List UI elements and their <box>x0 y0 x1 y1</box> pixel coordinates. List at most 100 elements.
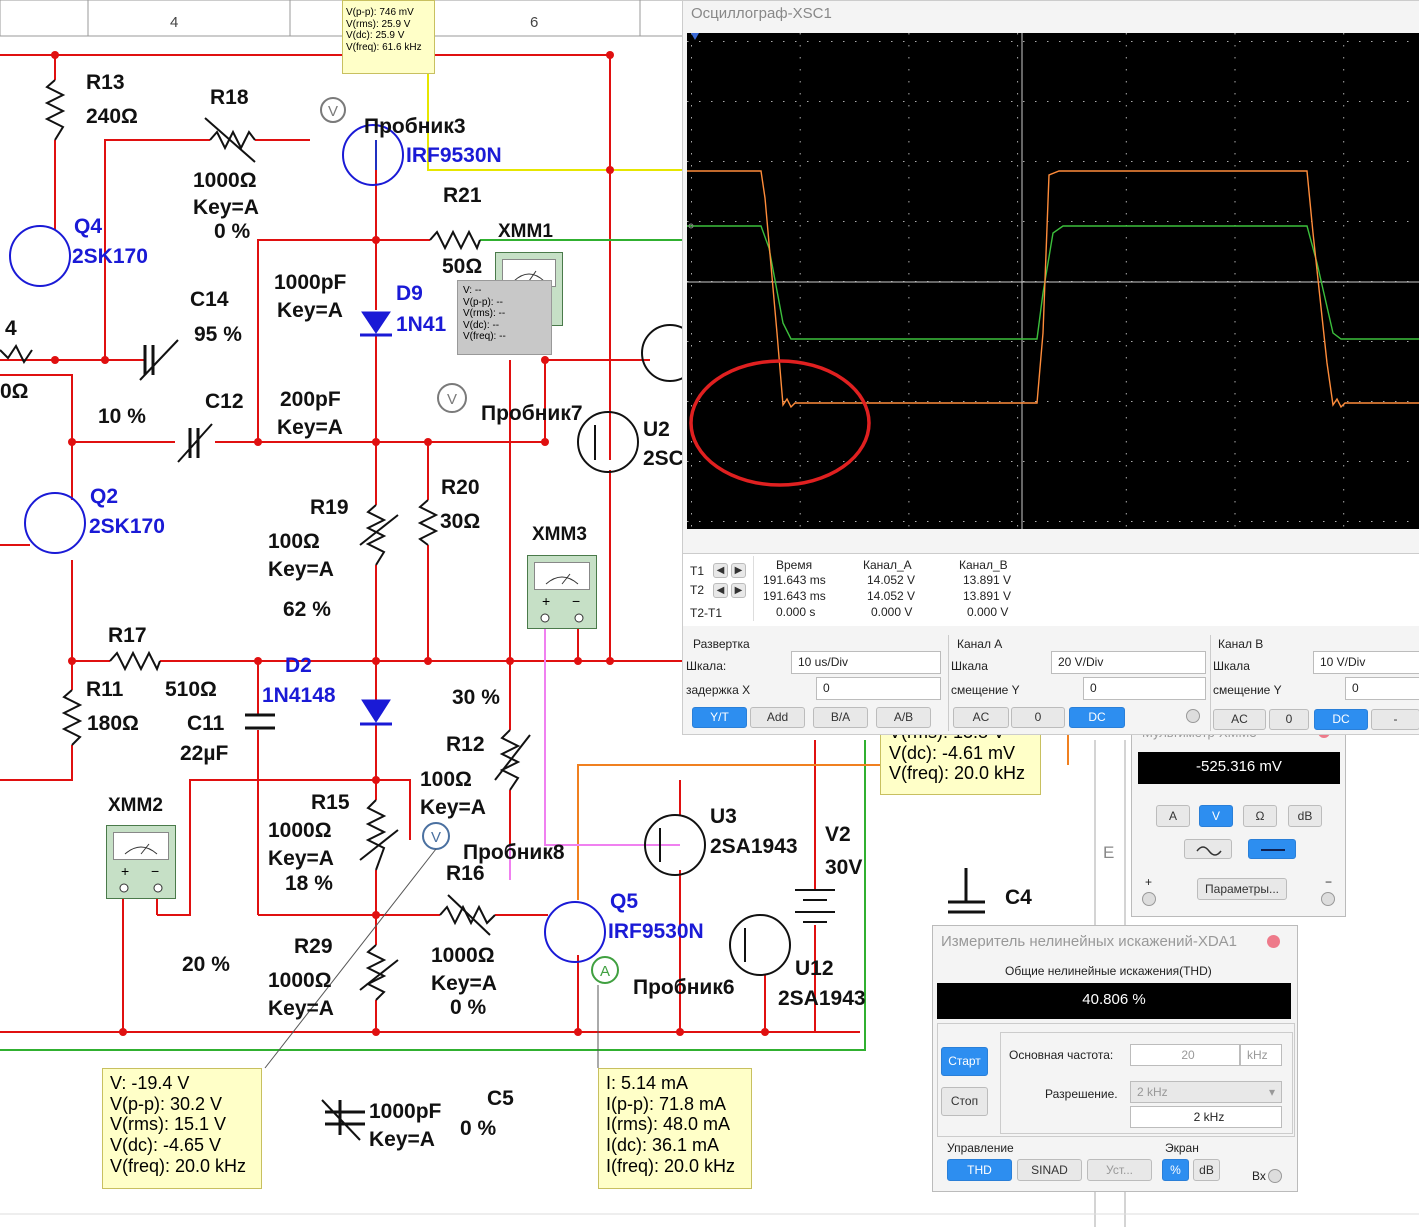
oscilloscope-window[interactable]: Осциллограф-XSC1 T1 T2 T2-T1 ◀ ▶ ◀ ▶ Вре… <box>682 0 1419 735</box>
r21-label[interactable]: R21 <box>443 184 482 207</box>
svg-text:−: − <box>151 863 159 879</box>
mode-ohm-button[interactable]: Ω <box>1243 805 1277 827</box>
probe-readout-current[interactable]: I: 5.14 mA I(p-p): 71.8 mA I(rms): 48.0 … <box>598 1068 752 1189</box>
svg-text:V: V <box>328 103 338 120</box>
channel-a-dc-button[interactable]: DC <box>1069 707 1125 728</box>
r29-key: Key=A <box>268 997 334 1020</box>
xmm3-meter-icon[interactable]: +− <box>527 555 597 629</box>
ab-mode-button[interactable]: A/B <box>876 707 931 728</box>
probe-readout-left[interactable]: V: -19.4 V V(p-p): 30.2 V V(rms): 15.1 V… <box>102 1068 262 1189</box>
c12-label[interactable]: C12 <box>205 390 244 413</box>
probe6-label[interactable]: Пробник6 <box>633 976 735 999</box>
xmm1-label[interactable]: XMM1 <box>498 221 553 242</box>
r17-label[interactable]: R17 <box>108 624 147 647</box>
c-mid-value: 200pF <box>280 388 341 411</box>
timebase-scale-input[interactable]: 10 us/Div <box>791 651 941 674</box>
q2-label[interactable]: Q2 <box>90 485 119 508</box>
v2-label[interactable]: V2 <box>825 823 851 846</box>
xmm3-label[interactable]: XMM3 <box>532 524 587 545</box>
sinad-mode-button[interactable]: SINAD <box>1017 1159 1082 1181</box>
minus-terminal[interactable] <box>1321 892 1335 906</box>
mode-v-button[interactable]: V <box>1199 805 1233 827</box>
channel-b-dc-button[interactable]: DC <box>1314 709 1368 730</box>
channel-a-offset-input[interactable]: 0 <box>1083 677 1206 700</box>
q2-model: 2SK170 <box>89 515 165 538</box>
channel-b-scale-input[interactable]: 10 V/Div <box>1313 651 1419 674</box>
d9-label[interactable]: D9 <box>396 282 423 305</box>
xmm2-meter-icon[interactable]: +− <box>106 825 176 899</box>
channel-b-invert-button[interactable]: - <box>1371 709 1419 730</box>
svg-text:−: − <box>572 593 580 609</box>
dc-mode-button[interactable] <box>1248 839 1296 859</box>
channel-a-terminal[interactable] <box>1186 709 1200 723</box>
channel-a-scale-input[interactable]: 20 V/Div <box>1051 651 1206 674</box>
channel-a-offset-label: смещение Y <box>951 683 1020 697</box>
yt-mode-button[interactable]: Y/T <box>692 707 747 728</box>
u3-label[interactable]: U3 <box>710 805 737 828</box>
c4-label[interactable]: C4 <box>1005 886 1032 909</box>
r18-percent: 0 % <box>214 220 251 243</box>
time-header: Время <box>776 558 813 572</box>
channel-a-zero-button[interactable]: 0 <box>1011 707 1065 728</box>
x-delay-input[interactable]: 0 <box>816 677 941 700</box>
thd-analyzer-window[interactable]: Измеритель нелинейных искажений-XDA1 Общ… <box>932 925 1298 1192</box>
u12-label[interactable]: U12 <box>795 957 834 980</box>
r13-label[interactable]: R13 <box>86 71 125 94</box>
t1-label: T1 <box>690 564 705 578</box>
channel-b-zero-button[interactable]: 0 <box>1269 709 1309 730</box>
thd-mode-button[interactable]: THD <box>947 1159 1012 1181</box>
probe8-label[interactable]: Пробник8 <box>463 841 565 864</box>
probe-readout-top[interactable]: V(p-p): 746 mV V(rms): 25.9 V V(dc): 25.… <box>342 0 435 74</box>
probe-current-line: I(p-p): 71.8 mA <box>606 1093 727 1114</box>
t1-channel-b: 13.891 V <box>963 573 1012 587</box>
cursor-t1-marker[interactable] <box>691 33 699 40</box>
r15-label[interactable]: R15 <box>311 791 350 814</box>
q5-label[interactable]: Q5 <box>610 890 639 913</box>
ba-mode-button[interactable]: B/A <box>813 707 868 728</box>
resolution-select[interactable]: 2 kHz ▾ <box>1130 1081 1282 1103</box>
mode-db-button[interactable]: dB <box>1288 805 1322 827</box>
channel-b-offset-label: смещение Y <box>1213 683 1282 697</box>
add-mode-button[interactable]: Add <box>750 707 805 728</box>
probe-readout-grey[interactable]: V: -- V(p-p): -- V(rms): -- V(dc): -- V(… <box>457 280 552 355</box>
channel-a-ac-button[interactable]: AC <box>953 707 1009 728</box>
q4-label[interactable]: Q4 <box>74 215 103 238</box>
settings-button[interactable]: Уст... <box>1087 1159 1152 1181</box>
c14-label[interactable]: C14 <box>190 288 229 311</box>
r18-label[interactable]: R18 <box>210 86 249 109</box>
fundamental-frequency-input[interactable]: 20 <box>1130 1044 1240 1066</box>
c11-label[interactable]: C11 <box>187 712 225 735</box>
t2-right-arrow-icon[interactable]: ▶ <box>731 583 746 598</box>
parameters-button[interactable]: Параметры... <box>1197 878 1287 900</box>
r19-label[interactable]: R19 <box>310 496 349 519</box>
mode-a-button[interactable]: A <box>1156 805 1190 827</box>
oscilloscope-screen[interactable] <box>687 33 1419 529</box>
frequency-unit-field[interactable]: kHz <box>1240 1044 1282 1066</box>
t1-right-arrow-icon[interactable]: ▶ <box>731 563 746 578</box>
input-terminal[interactable] <box>1268 1169 1282 1183</box>
d2-label[interactable]: D2 <box>285 654 312 677</box>
t2-left-arrow-icon[interactable]: ◀ <box>713 583 728 598</box>
u2-label[interactable]: U2 <box>643 418 670 441</box>
r20-label[interactable]: R20 <box>441 476 480 499</box>
close-icon[interactable] <box>1267 935 1280 948</box>
xmm2-label[interactable]: XMM2 <box>108 795 163 816</box>
db-unit-button[interactable]: dB <box>1193 1159 1220 1181</box>
r11-label[interactable]: R11 <box>86 678 124 701</box>
plus-terminal[interactable] <box>1142 892 1156 906</box>
t1-left-arrow-icon[interactable]: ◀ <box>713 563 728 578</box>
percent-unit-button[interactable]: % <box>1162 1159 1189 1181</box>
ac-mode-button[interactable] <box>1184 839 1232 859</box>
stop-button[interactable]: Стоп <box>941 1087 988 1116</box>
probe3-label[interactable]: Пробник3 <box>364 115 466 138</box>
multimeter-window[interactable]: Мультиметр-XMM3 -525.316 mV A V Ω dB + П… <box>1131 715 1346 917</box>
probe-readout-right[interactable]: V(rms): 13.8 V V(dc): -4.61 mV V(freq): … <box>880 725 1041 795</box>
channel-b-ac-button[interactable]: AC <box>1213 709 1266 730</box>
channel-b-offset-input[interactable]: 0 <box>1345 677 1419 700</box>
r16-label[interactable]: R16 <box>446 862 485 885</box>
c5-label[interactable]: C5 <box>487 1087 514 1110</box>
start-button[interactable]: Старт <box>941 1047 988 1076</box>
r12-label[interactable]: R12 <box>446 733 485 756</box>
r29-label[interactable]: R29 <box>294 935 333 958</box>
probe7-label[interactable]: Пробник7 <box>481 402 583 425</box>
